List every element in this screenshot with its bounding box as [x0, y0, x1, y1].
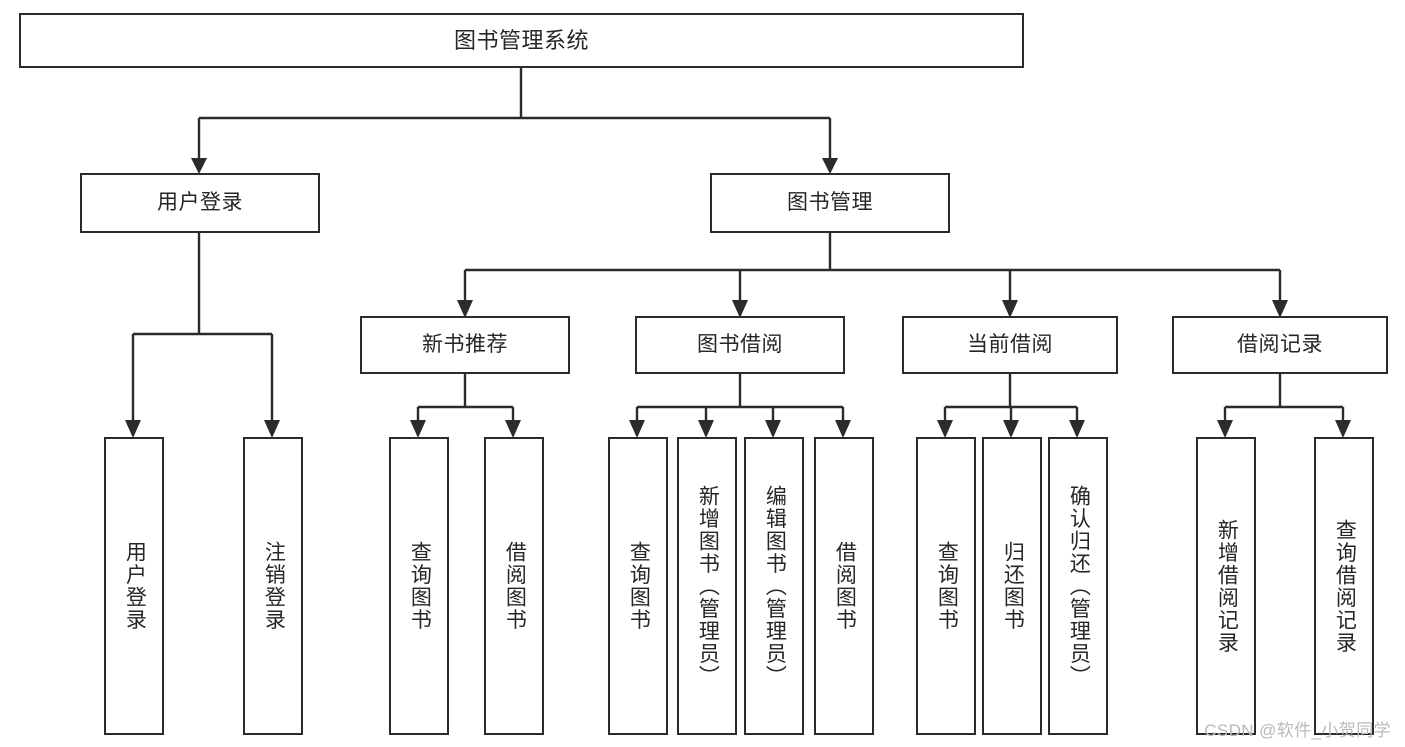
- watermark-text: CSDN @软件_小贺同学: [1204, 721, 1391, 740]
- node-borrowing-records[interactable]: 借阅记录: [1172, 316, 1388, 374]
- arrowhead-borrow-record-2: [1335, 420, 1351, 438]
- node-label: 图书管理: [787, 191, 873, 215]
- arrowhead-current-borrow-1: [937, 420, 953, 438]
- node-label: 借阅图书: [503, 541, 527, 631]
- node-label: 用户登录: [157, 191, 243, 215]
- node-label: 当前借阅: [967, 333, 1053, 357]
- arrowhead-user-login: [191, 158, 207, 174]
- arrowhead-book-borrow-2: [698, 420, 714, 438]
- node-leaf-add-borrow-record[interactable]: 新增借阅记录: [1196, 437, 1256, 735]
- arrowhead-current-borrow-3: [1069, 420, 1085, 438]
- node-leaf-logout[interactable]: 注销登录: [243, 437, 303, 735]
- node-leaf-user-login[interactable]: 用户登录: [104, 437, 164, 735]
- node-leaf-borrow-book[interactable]: 借阅图书: [814, 437, 874, 735]
- arrowhead-user-login-2: [264, 420, 280, 438]
- node-label: 新增借阅记录: [1215, 518, 1239, 654]
- node-label: 图书借阅: [697, 333, 783, 357]
- node-current-borrowing[interactable]: 当前借阅: [902, 316, 1118, 374]
- node-user-login[interactable]: 用户登录: [80, 173, 320, 233]
- node-label: 新书推荐: [422, 333, 508, 357]
- arrowhead-current-borrow-2: [1003, 420, 1019, 438]
- arrowhead-book-manage: [822, 158, 838, 174]
- node-leaf-query-borrow-record[interactable]: 查询借阅记录: [1314, 437, 1374, 735]
- node-label: 新增图书（管理员）: [696, 484, 720, 688]
- arrowhead-book-borrow-1: [629, 420, 645, 438]
- node-label: 借阅记录: [1237, 333, 1323, 357]
- node-leaf-query-book-borrow[interactable]: 查询图书: [608, 437, 668, 735]
- node-label: 查询图书: [408, 541, 432, 631]
- node-leaf-edit-book-admin[interactable]: 编辑图书（管理员）: [744, 437, 804, 735]
- arrowhead-book-borrow-4: [835, 420, 851, 438]
- node-label: 查询图书: [627, 541, 651, 631]
- arrowhead-user-login-1: [125, 420, 141, 438]
- node-leaf-add-book-admin[interactable]: 新增图书（管理员）: [677, 437, 737, 735]
- node-leaf-borrow-book-recommend[interactable]: 借阅图书: [484, 437, 544, 735]
- node-label: 查询图书: [935, 541, 959, 631]
- node-leaf-return-book[interactable]: 归还图书: [982, 437, 1042, 735]
- node-label: 确认归还（管理员）: [1067, 484, 1091, 688]
- arrowhead-book-borrow-3: [765, 420, 781, 438]
- arrowhead-new-book-1: [410, 420, 426, 438]
- node-label: 查询借阅记录: [1333, 518, 1357, 654]
- node-label: 用户登录: [123, 541, 147, 631]
- node-book-management[interactable]: 图书管理: [710, 173, 950, 233]
- node-label: 图书管理系统: [453, 27, 589, 53]
- node-label: 编辑图书（管理员）: [763, 484, 787, 688]
- node-leaf-confirm-return-admin[interactable]: 确认归还（管理员）: [1048, 437, 1108, 735]
- node-label: 归还图书: [1001, 541, 1025, 631]
- arrowhead-borrow-record-1: [1217, 420, 1233, 438]
- arrowhead-new-book-2: [505, 420, 521, 438]
- node-root-book-management-system[interactable]: 图书管理系统: [19, 13, 1024, 68]
- node-label: 借阅图书: [833, 541, 857, 631]
- node-new-book-recommendation[interactable]: 新书推荐: [360, 316, 570, 374]
- node-leaf-query-book-recommend[interactable]: 查询图书: [389, 437, 449, 735]
- node-label: 注销登录: [262, 541, 286, 631]
- node-leaf-query-book-current[interactable]: 查询图书: [916, 437, 976, 735]
- node-book-borrowing[interactable]: 图书借阅: [635, 316, 845, 374]
